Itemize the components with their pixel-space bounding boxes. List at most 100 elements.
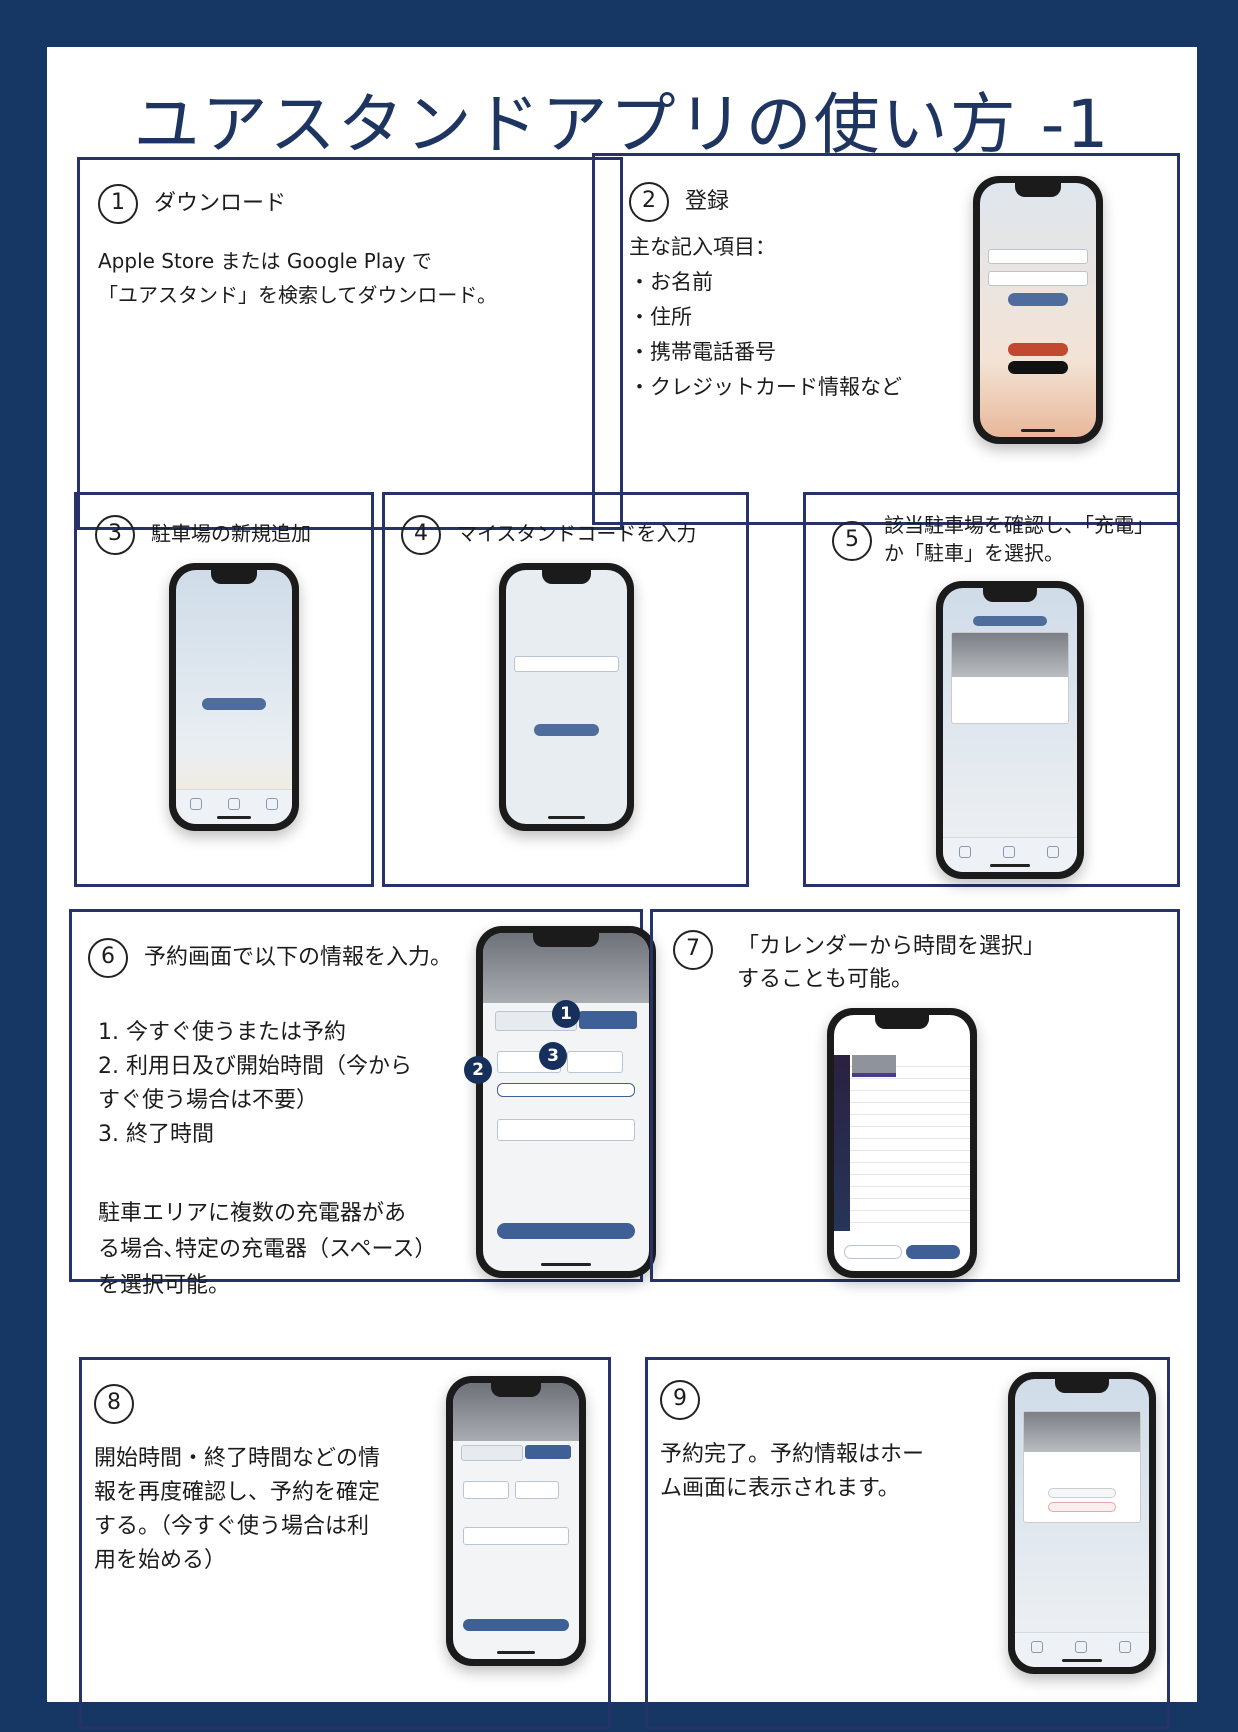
phone-code-mockup (499, 563, 634, 831)
text-line: 3. 終了時間 (98, 1122, 214, 1147)
home-indicator (1061, 1659, 1103, 1662)
home-indicator (216, 816, 252, 819)
step-5-panel: 5 該当駐車場を確認し、「充電」 か「駐車」を選択。 (803, 492, 1180, 887)
phone-calendar-mockup (827, 1008, 977, 1278)
step-5-heading: 5 該当駐車場を確認し、「充電」 か「駐車」を選択。 (832, 511, 1154, 567)
step-9-body: 予約完了。予約情報はホー ム画面に表示されます。 (660, 1438, 924, 1506)
step-2-heading: 2 登録 (629, 182, 729, 222)
history-icon (1003, 846, 1015, 858)
phone-screen (176, 570, 292, 824)
text-line: 報を再度確認し、予約を確定 (94, 1480, 381, 1505)
confirm-reservation-button (463, 1619, 569, 1631)
phone-screen (834, 1015, 970, 1271)
step-number: 4 (401, 515, 441, 555)
end-time-field (567, 1051, 623, 1073)
now-tab (461, 1445, 523, 1461)
parking-photo (1024, 1412, 1140, 1452)
calendar-time-column (834, 1055, 850, 1231)
text-line: Apple Store または Google Play で (98, 249, 432, 273)
text-line: 用を始める） (94, 1548, 227, 1573)
text-line: か「駐車」を選択。 (884, 541, 1064, 565)
text-line: 該当駐車場を確認し、「充電」 (884, 513, 1154, 537)
text-line: 「カレンダーから時間を選択」 (737, 934, 1046, 959)
step-8-body: 開始時間・終了時間などの情 報を再度確認し、予約を確定 する。（今すぐ使う場合は… (94, 1442, 380, 1578)
home-indicator (541, 1263, 591, 1266)
settings-icon (1047, 846, 1059, 858)
marker-2: 2 (464, 1056, 492, 1084)
text-line: ・住所 (629, 305, 692, 329)
start-time-field (463, 1481, 509, 1499)
cancel-reservation-button (1048, 1502, 1116, 1512)
cancel-button (844, 1245, 902, 1259)
change-reservation-button (1048, 1488, 1116, 1498)
home-indicator (1020, 429, 1056, 432)
parking-card (951, 632, 1069, 724)
phone-notch (542, 570, 591, 584)
history-icon (228, 798, 240, 810)
text-line: すぐ使う場合は不要） (98, 1088, 319, 1113)
text-line: ム画面に表示されます。 (660, 1476, 900, 1501)
text-line: る場合､特定の充電器（スペース） (98, 1237, 437, 1262)
reserve-tab (525, 1445, 571, 1459)
phone-notch (210, 570, 258, 584)
step-6-note: 駐車エリアに複数の充電器があ る場合､特定の充電器（スペース） を選択可能。 (98, 1196, 436, 1304)
phone-screen (1015, 1379, 1149, 1667)
reservation-card (1023, 1411, 1141, 1523)
step-1-body: Apple Store または Google Play で 「ユアスタンド」を検… (98, 244, 497, 312)
page-title: ユアスタンドアプリの使い方 -1 (133, 86, 1111, 163)
ok-button (906, 1245, 960, 1259)
confirm-reservation-button (497, 1223, 635, 1239)
register-button (534, 724, 599, 736)
space-field (463, 1527, 569, 1545)
car-icon (1031, 1641, 1043, 1653)
phone-notch (532, 933, 600, 947)
selected-slot-bar (852, 1073, 896, 1077)
phone-confirm-mockup (446, 1376, 586, 1666)
email-field (988, 249, 1088, 264)
mystand-code-field (514, 656, 619, 672)
car-icon (959, 846, 971, 858)
step-7-panel: 7 「カレンダーから時間を選択」 することも可能。 (650, 909, 1180, 1282)
phone-notch (874, 1015, 930, 1029)
calendar-grid (850, 1055, 970, 1231)
step-7-heading: 7 「カレンダーから時間を選択」 することも可能。 (673, 930, 1045, 996)
selected-slot (852, 1055, 896, 1075)
marker-1: 1 (552, 1000, 580, 1028)
step-number: 9 (660, 1380, 700, 1420)
text-line: する。（今すぐ使う場合は利 (94, 1514, 370, 1539)
step-8-panel: 8 開始時間・終了時間などの情 報を再度確認し、予約を確定 する。（今すぐ使う場… (79, 1357, 611, 1729)
step-2-title: 登録 (685, 189, 730, 214)
phone-parking-mockup (169, 563, 299, 831)
step-number: 2 (629, 182, 669, 222)
phone-select-mockup (936, 581, 1084, 879)
home-indicator (548, 816, 585, 819)
step-9-panel: 9 予約完了。予約情報はホー ム画面に表示されます。 (645, 1357, 1170, 1729)
phone-notch (1014, 183, 1062, 197)
phone-notch (983, 588, 1037, 602)
google-signin-button (1008, 343, 1068, 356)
step-number: 8 (94, 1384, 134, 1424)
home-indicator (989, 864, 1031, 867)
text-line: ・携帯電話番号 (629, 340, 776, 364)
marker-3: 3 (539, 1042, 567, 1070)
phone-home-mockup (1008, 1372, 1156, 1674)
settings-icon (1119, 1641, 1131, 1653)
phone-screen (980, 183, 1096, 437)
phone-reservation-mockup (476, 926, 656, 1278)
phone-screen (483, 933, 649, 1271)
step-9-heading: 9 (660, 1380, 716, 1420)
calendar-select-button (497, 1083, 635, 1097)
text-line: 1. 今すぐ使うまたは予約 (98, 1020, 346, 1045)
space-field (497, 1119, 635, 1141)
password-field (988, 271, 1088, 286)
step-3-title: 駐車場の新規追加 (151, 521, 311, 546)
step-2-panel: 2 登録 主な記入項目： ・お名前 ・住所 ・携帯電話番号 ・クレジットカード情報… (592, 153, 1180, 525)
step-2-body: 主な記入項目： ・お名前 ・住所 ・携帯電話番号 ・クレジットカード情報など (629, 230, 902, 405)
